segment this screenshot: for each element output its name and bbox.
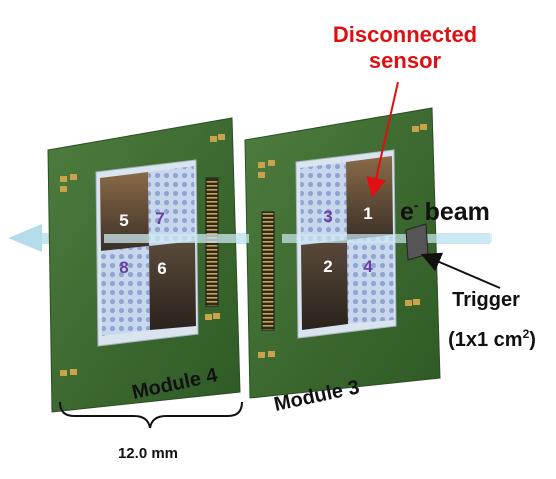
dimension-label: 12.0 mm	[118, 445, 178, 462]
module-3-pads	[258, 124, 427, 358]
module-4-board	[47, 117, 241, 413]
sensor-3	[300, 162, 347, 245]
sensor-4	[347, 235, 394, 324]
beam-through-module-3	[282, 234, 492, 243]
module-4-pads	[60, 134, 225, 376]
beam-through-module-4	[104, 234, 249, 243]
module-3-sensor-number: 4	[363, 257, 373, 276]
module-3-sensor-number: 3	[323, 207, 332, 226]
disconnected-sensor-label-line2: sensor	[369, 48, 442, 73]
sensor-8	[101, 246, 150, 336]
sensor-6	[149, 241, 196, 330]
sensor-5	[100, 172, 149, 251]
module-4-sensor-number: 6	[157, 259, 166, 278]
trigger-arrow	[420, 252, 501, 289]
trigger-size-label: (1x1 cm2)	[448, 327, 536, 351]
beam-label: e-beam	[400, 197, 490, 226]
module-3-connector	[261, 211, 275, 331]
disconnected-sensor-label-line1: Disconnected	[333, 22, 477, 47]
disconnected-sensor-arrow	[366, 81, 399, 198]
module-4-sensor-number: 8	[119, 258, 128, 277]
module-3-sensor-number: 1	[363, 204, 372, 223]
sensor-2	[301, 240, 348, 330]
module-3-sensor-number: 2	[323, 257, 332, 276]
module-4-sensor-number: 7	[155, 209, 164, 228]
sensor-1	[346, 156, 393, 240]
trigger-label: Trigger	[452, 289, 520, 311]
trigger-scintillator	[405, 223, 429, 261]
dimension-brace	[59, 401, 243, 429]
sensor-7	[148, 166, 195, 246]
module-4-sensor-number: 5	[119, 211, 128, 230]
